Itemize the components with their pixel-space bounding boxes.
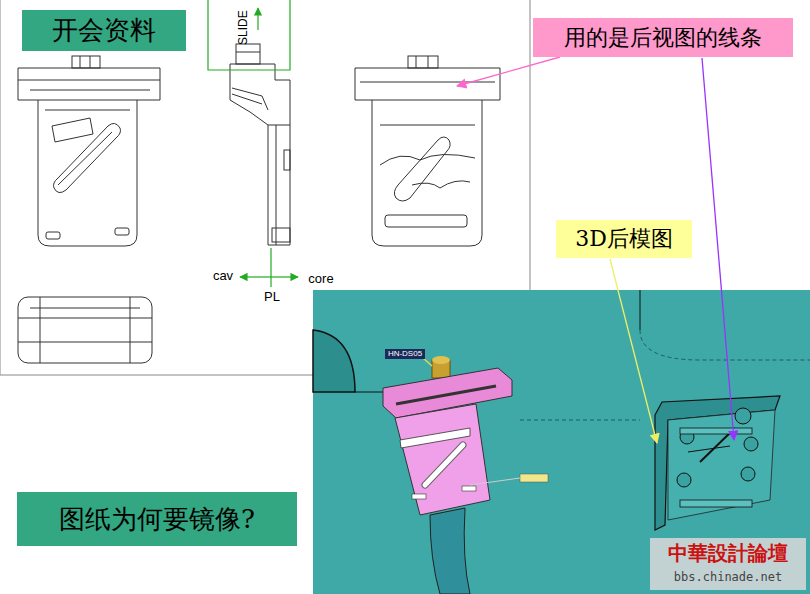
rear-view [355,56,500,246]
part-tag: HN-DS05 [385,349,425,360]
side-view [230,44,290,245]
axis-label: PL [264,290,280,304]
axis-label: cav [213,269,233,283]
parting-line-axes [240,248,298,287]
leader-arrows [423,57,734,443]
box-text: 3D后模图 [575,224,673,254]
axis-label: core [308,272,333,286]
question-box: 图纸为何要镜像? [17,492,297,546]
callout-box: 3D后模图 [556,220,692,258]
slide-direction [208,0,290,70]
watermark: bbs.chinade.net [674,571,782,584]
box-text: 开会资料 [52,13,156,48]
bottom-view [18,297,152,363]
box-text: 用的是后视图的线条 [564,23,762,53]
front-view [18,56,160,246]
3d-screenshot [313,290,810,594]
title-box: 开会资料 [22,10,186,51]
direction-label: SLIDE [236,11,249,46]
box-text: 图纸为何要镜像? [59,502,255,537]
watermark: 中華設計論壇 [668,542,788,564]
callout-box: 用的是后视图的线条 [533,18,793,57]
